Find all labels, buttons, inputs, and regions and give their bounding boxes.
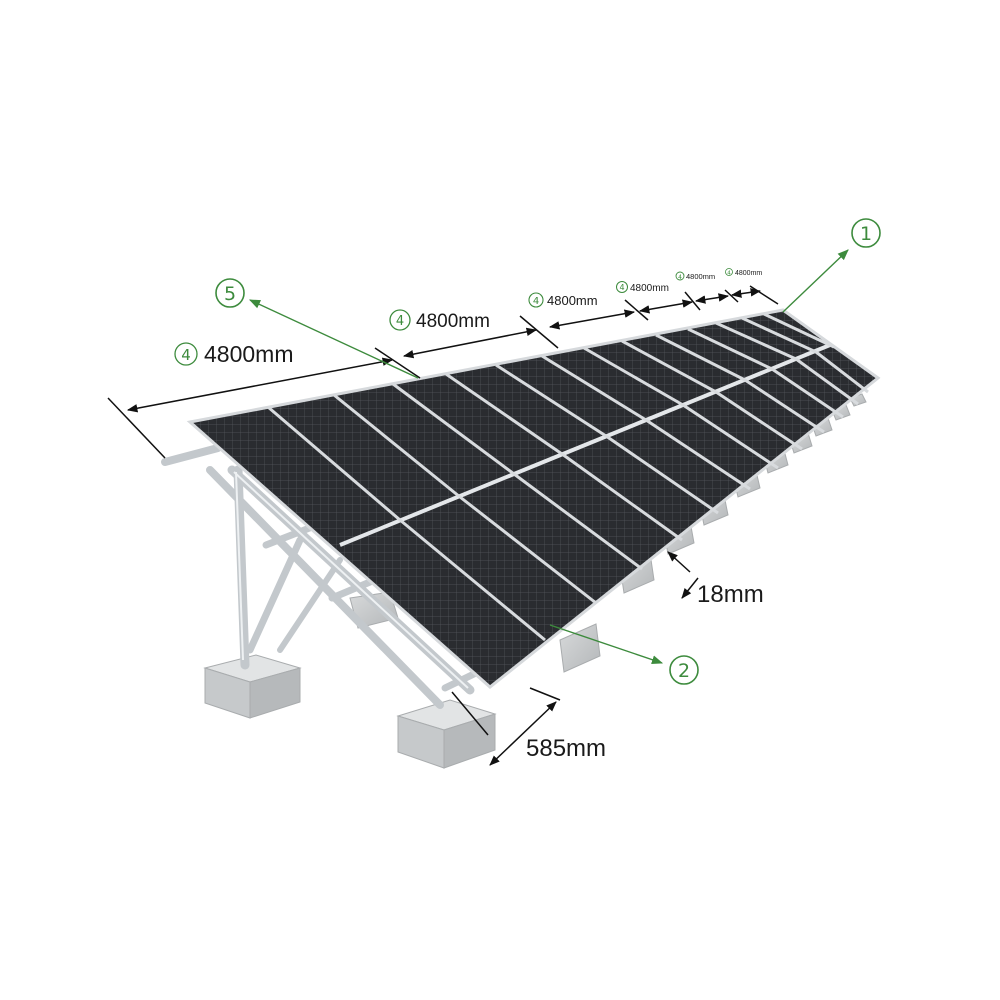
dimension-lines (107, 285, 779, 766)
mid-rail (339, 343, 831, 547)
segment-label-4: 4 4800mm (616, 281, 669, 294)
callout-1: 1 (851, 218, 881, 248)
segment-label-2: 4 4800mm (389, 309, 490, 332)
segment-label-6: 4 4800mm (725, 268, 762, 277)
segment-4-number: 4 (619, 283, 624, 292)
segment-3-length: 4800mm (547, 293, 598, 308)
segment-1-length: 4800mm (204, 341, 293, 367)
callout-1-circle (851, 218, 881, 248)
segment-label-1: 4 4800mm (174, 341, 293, 367)
gap-dimension-label: 18mm (697, 581, 764, 608)
segment-6-length: 4800mm (735, 270, 762, 277)
segment-label-3: 4 4800mm (528, 292, 598, 308)
segment-label-5: 4 4800mm (675, 271, 715, 281)
callout-2-circle (669, 655, 699, 685)
callout-2-label: 2 (678, 660, 690, 682)
leader-2 (549, 624, 664, 665)
segment-2-number: 4 (396, 314, 404, 329)
callout-1-label: 1 (860, 223, 872, 245)
callout-5-label: 5 (224, 283, 236, 305)
depth-dimension-label: 585mm (526, 735, 606, 762)
frame-highlight (233, 471, 469, 689)
callout-leaders (248, 249, 849, 665)
segment-2-length: 4800mm (416, 311, 490, 332)
segment-1-number: 4 (181, 346, 191, 364)
segment-5-number: 4 (678, 274, 682, 281)
callout-2: 2 (669, 655, 699, 685)
leader-1 (782, 249, 849, 313)
callout-5-circle (215, 278, 245, 308)
segment-3-number: 4 (533, 296, 539, 307)
front-left-block-right (249, 667, 301, 719)
segment-6-number: 4 (727, 271, 731, 277)
segment-5-length: 4800mm (686, 272, 715, 281)
callout-5: 5 (215, 278, 245, 308)
segment-4-length: 4800mm (630, 283, 669, 294)
leader-5 (248, 299, 419, 379)
